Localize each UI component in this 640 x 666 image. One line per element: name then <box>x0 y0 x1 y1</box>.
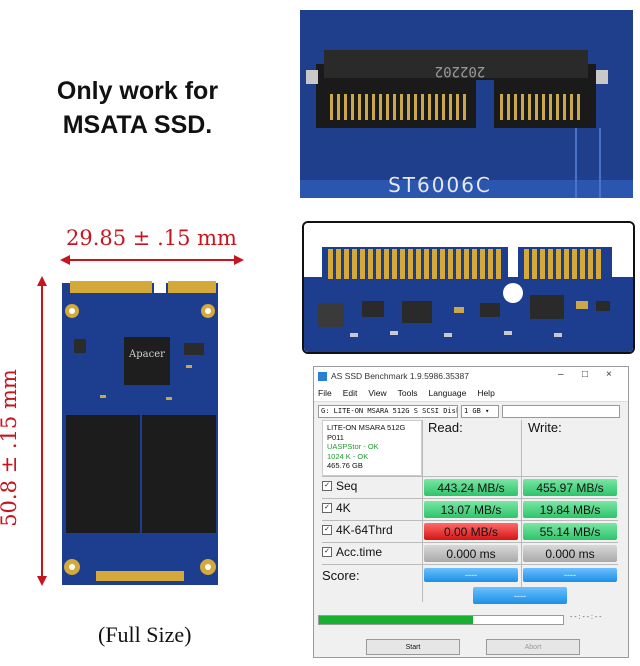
4k-write-value: 19.84 MB/s <box>523 501 617 518</box>
row-4k-64thrd[interactable]: ✓ 4K-64Thrd <box>322 523 393 537</box>
app-icon <box>318 371 327 381</box>
grid-divider <box>422 420 423 602</box>
drive-select[interactable]: G: LITE-ON MSARA 512G S SCSI Disk ▾ <box>318 405 458 418</box>
grid-divider <box>322 564 618 565</box>
height-dimension-arrow <box>37 276 47 586</box>
connector-label: ST6006C <box>388 173 492 197</box>
row-seq[interactable]: ✓ Seq <box>322 479 357 493</box>
score-total: ---- <box>473 587 567 604</box>
read-header: Read: <box>428 420 463 435</box>
connector-photo: 202202 ST6006C <box>300 10 633 198</box>
check-icon: ✓ <box>322 503 332 513</box>
grid-divider <box>322 476 618 477</box>
grid-divider <box>322 498 618 499</box>
row-4k-label: 4K <box>336 501 351 515</box>
menu-view[interactable]: View <box>368 388 387 398</box>
drive-capacity: 465.76 GB <box>327 461 363 470</box>
size-select-value: 1 GB <box>464 407 481 415</box>
progress-field <box>502 405 620 418</box>
drive-select-value: G: LITE-ON MSARA 512G S SCSI Disk <box>321 407 458 415</box>
score-label: Score: <box>322 568 360 583</box>
connector-marking: 202202 <box>435 63 486 79</box>
score-read: ---- <box>424 568 518 582</box>
headline: Only work for MSATA SSD. <box>20 74 255 142</box>
score-write: ---- <box>523 568 617 582</box>
seq-write-value: 455.97 MB/s <box>523 479 617 496</box>
seq-read-value: 443.24 MB/s <box>424 479 518 496</box>
progress-time: - - : - - : - - <box>570 614 602 621</box>
card-brand: Apacer <box>128 349 165 360</box>
progress-fill <box>319 616 473 624</box>
headline-line-2: MSATA SSD. <box>62 111 213 139</box>
height-dimension-label: 50.8 ± .15 mm <box>0 369 21 527</box>
grid-divider <box>322 542 618 543</box>
menu-bar: File Edit View Tools Language Help <box>314 385 628 402</box>
menu-file[interactable]: File <box>318 388 332 398</box>
row-4k-64thrd-label: 4K-64Thrd <box>336 523 393 537</box>
acc-time-write-value: 0.000 ms <box>523 545 617 562</box>
4k-read-value: 13.07 MB/s <box>424 501 518 518</box>
toolbar: G: LITE-ON MSARA 512G S SCSI Disk ▾ 1 GB… <box>314 402 628 421</box>
row-seq-label: Seq <box>336 479 358 493</box>
alignment-status: 1024 K - OK <box>327 451 369 461</box>
drive-firmware: P011 <box>327 432 344 442</box>
start-button[interactable]: Start <box>366 639 460 655</box>
4k-64thrd-read-value: 0.00 MB/s <box>424 523 518 540</box>
headline-line-1: Only work for <box>56 77 219 105</box>
row-4k[interactable]: ✓ 4K <box>322 501 351 515</box>
check-icon: ✓ <box>322 547 332 557</box>
drive-model: LITE-ON MSARA 512G <box>327 423 406 432</box>
row-acc-time[interactable]: ✓ Acc.time <box>322 545 382 559</box>
full-size-caption: (Full Size) <box>98 622 192 647</box>
grid-divider <box>322 520 618 521</box>
grid-divider <box>521 420 522 602</box>
menu-language[interactable]: Language <box>428 388 467 398</box>
close-button[interactable]: × <box>606 369 612 380</box>
results-grid: LITE-ON MSARA 512G P011 UASPStor - OK 10… <box>318 420 618 610</box>
window-title: AS SSD Benchmark 1.9.5986.35387 <box>331 371 469 381</box>
4k-64thrd-write-value: 55.14 MB/s <box>523 523 617 540</box>
benchmark-window: AS SSD Benchmark 1.9.5986.35387 – □ × Fi… <box>313 366 629 658</box>
progress-bar <box>318 615 564 625</box>
menu-edit[interactable]: Edit <box>342 388 358 398</box>
acc-time-read-value: 0.000 ms <box>424 545 518 562</box>
width-dimension-label: 29.85 ± .15 mm <box>66 226 237 250</box>
board-edge-photo <box>302 221 635 354</box>
maximize-button[interactable]: □ <box>582 369 589 380</box>
benchmark-titlebar: AS SSD Benchmark 1.9.5986.35387 – □ × <box>314 367 628 385</box>
size-select[interactable]: 1 GB ▾ <box>461 405 499 418</box>
abort-button[interactable]: Abort <box>486 639 580 655</box>
row-acc-time-label: Acc.time <box>336 545 383 559</box>
drive-info-panel: LITE-ON MSARA 512G P011 UASPStor - OK 10… <box>322 420 422 476</box>
menu-help[interactable]: Help <box>477 388 495 398</box>
check-icon: ✓ <box>322 481 332 491</box>
menu-tools[interactable]: Tools <box>397 388 418 398</box>
width-dimension-arrow <box>60 255 244 265</box>
check-icon: ✓ <box>322 525 332 535</box>
driver-status: UASPStor - OK <box>327 442 379 451</box>
minimize-button[interactable]: – <box>558 369 564 380</box>
msata-card-photo: Apacer <box>56 275 224 593</box>
write-header: Write: <box>528 420 562 435</box>
